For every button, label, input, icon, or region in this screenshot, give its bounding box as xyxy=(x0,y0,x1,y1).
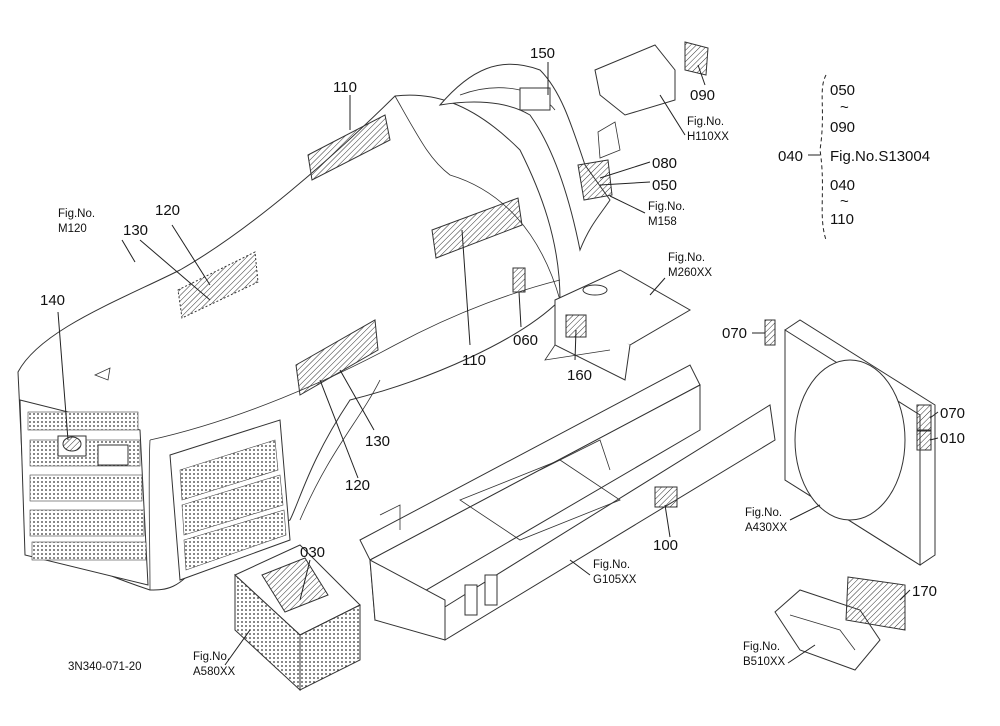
figref-h110-id: H110XX xyxy=(687,131,729,143)
figref-m158-label: Fig.No. xyxy=(648,201,685,213)
figref-a430-id: A430XX xyxy=(745,522,788,534)
tank-bracket xyxy=(544,269,691,381)
decal-110-top xyxy=(307,114,391,181)
callout-170: 170 xyxy=(912,583,937,600)
figref-m260-label: Fig.No. xyxy=(668,252,705,264)
figref-m260-id: M260XX xyxy=(668,267,712,279)
range-legend: 050 ~ 090 040 Fig.No.S13004 040 ~ 110 xyxy=(778,82,930,228)
figure-references: Fig.No. M120 Fig.No. H110XX Fig.No. M158… xyxy=(58,116,788,678)
callout-010: 010 xyxy=(940,430,965,447)
grille xyxy=(19,399,291,586)
legend-range-1: 050 xyxy=(830,82,855,99)
figref-b510-label: Fig.No. xyxy=(743,641,780,653)
decal-110-side xyxy=(431,197,523,259)
legend-range-2: 090 xyxy=(830,119,855,136)
callout-050: 050 xyxy=(652,177,677,194)
decal-120-side xyxy=(295,319,379,396)
callout-160: 160 xyxy=(567,367,592,384)
callout-110-top: 110 xyxy=(333,79,357,96)
legend-main-reference: Fig.No.S13004 xyxy=(830,148,930,165)
figref-a580-id: A580XX xyxy=(193,666,236,678)
battery xyxy=(234,544,361,692)
connector xyxy=(774,576,906,671)
legend-tilde-2: ~ xyxy=(840,193,849,210)
callout-130-top: 130 xyxy=(123,222,148,239)
figref-m120-id: M120 xyxy=(58,223,87,235)
callout-070-left: 070 xyxy=(722,325,747,342)
callout-030: 030 xyxy=(300,544,325,561)
radiator-shroud xyxy=(764,319,936,566)
callout-070-right: 070 xyxy=(940,405,965,422)
dash-cowl xyxy=(438,41,709,252)
decal-060 xyxy=(512,267,526,293)
callout-090: 090 xyxy=(690,87,715,104)
hood-assembly xyxy=(17,94,561,591)
callout-060: 060 xyxy=(513,332,538,349)
decal-120-top xyxy=(177,251,259,319)
legend-main-number: 040 xyxy=(778,148,803,165)
figref-b510-id: B510XX xyxy=(743,656,786,668)
figref-a430-label: Fig.No. xyxy=(745,507,782,519)
callout-140: 140 xyxy=(40,292,65,309)
callouts: 110 150 090 080 050 120 130 140 060 110 … xyxy=(40,45,965,600)
callout-100: 100 xyxy=(653,537,678,554)
figref-h110-label: Fig.No. xyxy=(687,116,724,128)
front-frame xyxy=(359,364,776,641)
figref-g105-label: Fig.No. xyxy=(593,559,630,571)
callout-120-top: 120 xyxy=(155,202,180,219)
figref-g105-id: G105XX xyxy=(593,574,637,586)
legend-tilde-1: ~ xyxy=(840,99,849,116)
legend-range-3: 040 xyxy=(830,177,855,194)
callout-130-side: 130 xyxy=(365,433,390,450)
figref-a580-label: Fig.No. xyxy=(193,651,230,663)
callout-120-side: 120 xyxy=(345,477,370,494)
drawing-code: 3N340-071-20 xyxy=(68,661,142,673)
callout-080: 080 xyxy=(652,155,677,172)
figref-m120-label: Fig.No. xyxy=(58,208,95,220)
figref-m158-id: M158 xyxy=(648,216,677,228)
legend-range-4: 110 xyxy=(830,211,854,228)
callout-110-side: 110 xyxy=(462,352,486,369)
callout-150: 150 xyxy=(530,45,555,62)
leader-lines xyxy=(57,62,939,666)
